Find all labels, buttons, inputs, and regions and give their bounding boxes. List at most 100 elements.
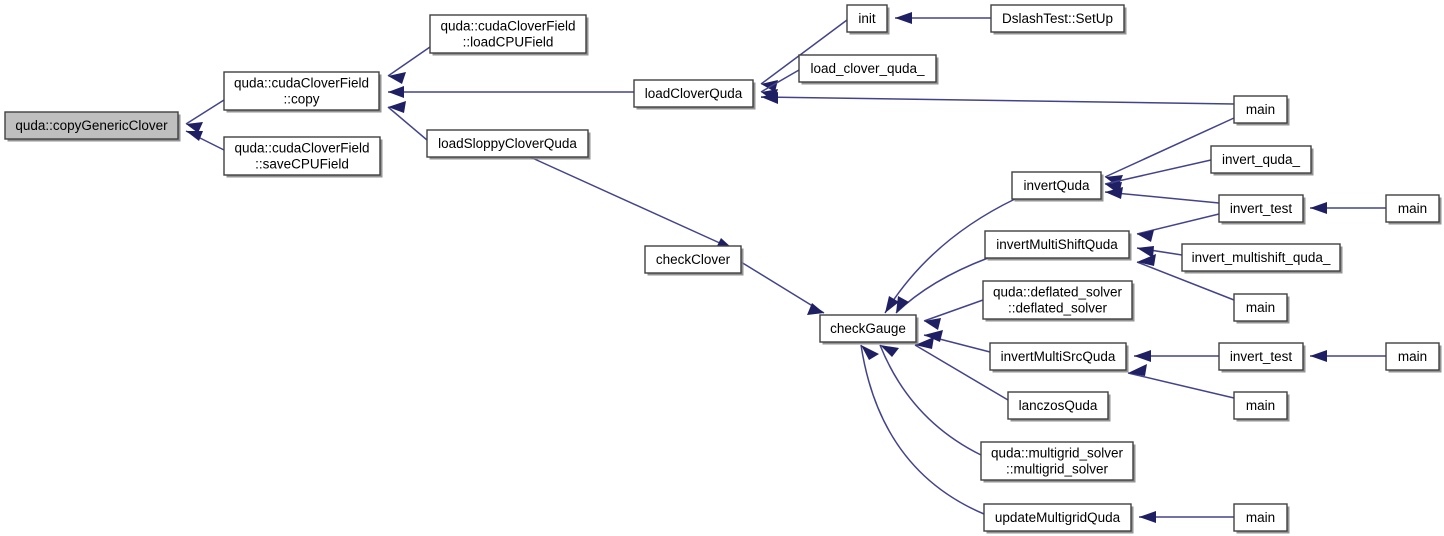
graph-node-DslashTestSetUp[interactable]: DslashTest::SetUp [990, 4, 1127, 35]
graph-node-main_msrc[interactable]: main [1233, 391, 1290, 422]
node-box[interactable] [1385, 194, 1440, 223]
graph-node-invertQuda[interactable]: invertQuda [1011, 171, 1104, 202]
arrow-head-icon [388, 101, 406, 113]
edge-line [185, 99, 225, 125]
node-box[interactable] [1385, 342, 1440, 371]
graph-node-main_r2[interactable]: main [1385, 342, 1442, 373]
call-edge [760, 19, 848, 92]
node-box[interactable] [819, 314, 917, 343]
node-box[interactable] [990, 4, 1125, 33]
graph-node-invertMultiSrcQuda[interactable]: invertMultiSrcQuda [989, 342, 1129, 373]
graph-node-invert_test_1[interactable]: invert_test [1218, 194, 1306, 225]
call-edge [185, 130, 225, 151]
node-label: ::multigrid_solver [1006, 462, 1109, 477]
node-label: updateMultigridQuda [995, 510, 1121, 525]
node-box[interactable] [798, 54, 937, 83]
node-box[interactable] [4, 111, 179, 140]
graph-node-main_ms[interactable]: main [1233, 293, 1290, 324]
edge-line [1104, 117, 1235, 178]
node-box[interactable] [1233, 503, 1288, 532]
node-box[interactable] [984, 230, 1130, 259]
node-box[interactable] [426, 129, 589, 158]
node-box[interactable] [989, 342, 1127, 371]
arrow-head-icon [1105, 187, 1123, 199]
call-edge [1310, 350, 1386, 362]
arrow-head-icon [1137, 230, 1154, 242]
graph-node-checkGauge[interactable]: checkGauge [819, 314, 919, 345]
node-box[interactable] [846, 4, 888, 33]
graph-node-cudaCloverFieldCopy[interactable]: quda::cudaCloverField::copy [223, 71, 382, 113]
call-edge [860, 344, 985, 515]
node-box[interactable] [983, 503, 1132, 532]
nodes-layer: quda::copyGenericCloverquda::cudaCloverF… [4, 4, 1442, 534]
node-box[interactable] [223, 71, 380, 111]
node-box[interactable] [1210, 145, 1312, 174]
graph-node-lanczosQuda[interactable]: lanczosQuda [1007, 391, 1111, 422]
graph-node-checkClover[interactable]: checkClover [644, 245, 744, 276]
graph-node-invert_test_2[interactable]: invert_test [1218, 342, 1306, 373]
graph-node-loadCPUField[interactable]: quda::cudaCloverField::loadCPUField [429, 14, 589, 56]
edge-line [387, 106, 428, 141]
edge-line [860, 344, 985, 515]
arrow-head-icon [1137, 246, 1154, 258]
node-box[interactable] [1233, 95, 1288, 124]
node-box[interactable] [1011, 171, 1102, 200]
graph-node-main_r1[interactable]: main [1385, 194, 1442, 225]
edge-line [1136, 213, 1220, 235]
arrow-head-icon [880, 345, 899, 357]
edge-line [1104, 159, 1212, 185]
call-edge [388, 86, 634, 98]
node-box[interactable] [1218, 342, 1304, 371]
graph-node-multigrid_solver[interactable]: quda::multigrid_solver::multigrid_solver [980, 441, 1136, 483]
arrow-head-icon [388, 72, 406, 84]
call-edge [1127, 364, 1235, 399]
arrow-head-icon [924, 330, 943, 342]
graph-node-deflated_solver[interactable]: quda::deflated_solver::deflated_solver [982, 280, 1135, 322]
graph-node-loadSloppyCloverQuda[interactable]: loadSloppyCloverQuda [426, 129, 591, 160]
node-box[interactable] [1181, 243, 1341, 272]
graph-node-copyGenericClover[interactable]: quda::copyGenericClover [4, 111, 181, 142]
node-box[interactable] [644, 245, 742, 274]
graph-node-main_bottom[interactable]: main [1233, 503, 1290, 534]
graph-node-load_clover_quda_[interactable]: load_clover_quda_ [798, 54, 939, 85]
node-box[interactable] [633, 79, 754, 108]
node-label: main [1398, 201, 1427, 216]
call-edge [884, 198, 1016, 314]
edge-line [387, 46, 431, 77]
node-box[interactable] [429, 14, 587, 54]
arrow-head-icon [1310, 202, 1327, 214]
node-label: loadSloppyCloverQuda [438, 136, 577, 151]
graph-node-invert_quda_[interactable]: invert_quda_ [1210, 145, 1314, 176]
call-edge [760, 92, 1235, 105]
node-box[interactable] [982, 280, 1133, 320]
node-label: ::deflated_solver [1008, 301, 1108, 316]
node-label: quda::copyGenericClover [15, 118, 168, 133]
graph-node-updateMultigridQuda[interactable]: updateMultigridQuda [983, 503, 1134, 534]
graph-node-invertMultiShiftQuda[interactable]: invertMultiShiftQuda [984, 230, 1132, 261]
node-box[interactable] [1233, 391, 1288, 420]
arrow-head-icon [924, 318, 941, 330]
node-box[interactable] [1218, 194, 1304, 223]
graph-node-loadCloverQuda[interactable]: loadCloverQuda [633, 79, 756, 110]
node-label: main [1246, 102, 1275, 117]
node-label: ::saveCPUField [255, 157, 349, 172]
call-edge [895, 257, 989, 314]
graph-node-saveCPUField[interactable]: quda::cudaCloverField::saveCPUField [223, 136, 383, 178]
node-label: invert_test [1230, 201, 1293, 216]
node-box[interactable] [223, 136, 381, 176]
node-label: main [1246, 510, 1275, 525]
node-label: invertMultiSrcQuda [1001, 349, 1116, 364]
graph-node-main_top[interactable]: main [1233, 95, 1290, 126]
graph-node-invert_multishift_quda_[interactable]: invert_multishift_quda_ [1181, 243, 1343, 274]
node-box[interactable] [980, 441, 1134, 481]
call-edge [914, 337, 1009, 401]
arrow-head-icon [1139, 511, 1156, 523]
call-edge [923, 330, 991, 353]
graph-node-init[interactable]: init [846, 4, 890, 35]
arrow-head-icon [885, 296, 899, 313]
call-edge [387, 101, 428, 141]
node-box[interactable] [1007, 391, 1109, 420]
node-box[interactable] [1233, 293, 1288, 322]
edge-line [1104, 191, 1220, 204]
